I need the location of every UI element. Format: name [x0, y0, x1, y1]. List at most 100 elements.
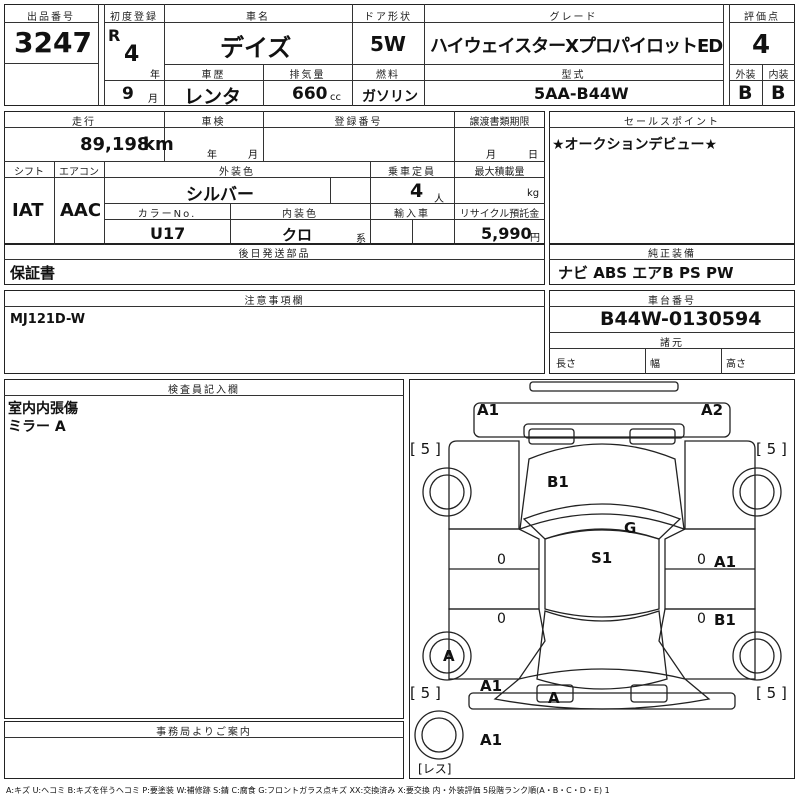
- color: シルバー: [186, 185, 254, 205]
- ext-grade: B: [738, 82, 753, 104]
- length-label: 長さ: [556, 359, 576, 370]
- regno-label: 登録番号: [334, 117, 383, 128]
- mark-rear-left: A1: [480, 677, 503, 695]
- car-diagram: [414, 381, 782, 760]
- tire-fr: [ 5 ]: [756, 440, 787, 458]
- mileage-label: 走行: [72, 117, 96, 128]
- height-label: 高さ: [726, 359, 746, 370]
- displacement: 660: [292, 84, 328, 104]
- history-label: 車歴: [201, 70, 226, 81]
- inspection-month-unit: 月: [248, 150, 258, 161]
- lot-no: 3247: [14, 26, 92, 59]
- tire-fl: [ 5 ]: [410, 440, 441, 458]
- transfer-day-unit: 日: [528, 150, 538, 161]
- sales-point-box: [549, 111, 795, 245]
- inspector-line1: 室内内張傷: [8, 401, 78, 417]
- equipment-label: 純正装備: [648, 249, 696, 260]
- ac: AAC: [60, 200, 102, 221]
- capacity-label: 乗車定員: [388, 167, 436, 178]
- interior: クロ: [282, 226, 313, 244]
- chassis-label: 車台番号: [648, 296, 696, 307]
- door: 5W: [370, 32, 406, 56]
- recycle-unit: 円: [530, 233, 540, 244]
- zero-left-rear: 0: [497, 611, 506, 627]
- fuel: ガソリン: [362, 89, 418, 105]
- color-no-label: カラーNo.: [137, 209, 197, 220]
- later-parts-label: 後日発送部品: [238, 249, 311, 260]
- mileage: 89,198: [80, 134, 150, 155]
- mark-rear-bumper: A1: [480, 731, 503, 749]
- grade: ハイウェイスターXプロパイロットED: [430, 36, 723, 57]
- notes-box: [4, 290, 545, 374]
- spare-tire: [レス]: [418, 762, 452, 776]
- displacement-unit: cc: [330, 92, 341, 103]
- mark-hood: B1: [547, 473, 569, 491]
- equipment-value: ナビ ABS エアB PS PW: [558, 264, 734, 282]
- sales-point-label: セールスポイント: [624, 117, 720, 128]
- int-grade: B: [771, 82, 786, 104]
- zero-right-front: 0: [697, 552, 706, 568]
- reg-month: 9: [122, 84, 134, 104]
- first-reg-label: 初度登録: [110, 12, 158, 23]
- zero-right-rear: 0: [697, 611, 706, 627]
- car-name: デイズ: [220, 34, 292, 62]
- zero-left-front: 0: [497, 552, 506, 568]
- notes-label: 注意事項欄: [244, 296, 305, 307]
- grade-label: グレード: [549, 12, 598, 23]
- ac-label: エアコン: [59, 167, 99, 178]
- import-label: 輸入車: [394, 209, 430, 220]
- score-label: 評価点: [744, 12, 780, 23]
- specs-label: 諸元: [660, 338, 684, 349]
- inspection-year-unit: 年: [207, 150, 217, 161]
- displacement-label: 排気量: [289, 70, 326, 81]
- model-label: 型式: [561, 70, 586, 81]
- year-unit: 年: [150, 70, 160, 81]
- mark-rear-lamp: A: [548, 689, 560, 707]
- shift: IAT: [12, 200, 44, 221]
- model: 5AA-B44W: [534, 84, 629, 103]
- ext-label: 外装: [735, 70, 756, 81]
- load-unit: kg: [527, 188, 540, 199]
- tire-rl: [ 5 ]: [410, 684, 441, 702]
- color-label: 外装色: [219, 167, 255, 178]
- mark-right-rear: B1: [714, 611, 736, 629]
- month-unit: 月: [148, 94, 158, 105]
- score: 4: [752, 30, 771, 60]
- fuel-label: 燃料: [376, 70, 400, 81]
- transfer-label: 譲渡書類期限: [469, 117, 530, 128]
- sales-point-value: ★オークションデビュー★: [552, 137, 718, 153]
- shift-label: シフト: [14, 167, 44, 178]
- lot-no-label: 出品番号: [27, 12, 75, 23]
- door-label: ドア形状: [364, 12, 412, 23]
- inspector-label: 検査員記入欄: [168, 385, 240, 396]
- history: レンタ: [184, 86, 242, 108]
- top-section: [4, 4, 795, 106]
- inspector-line2: ミラー A: [8, 419, 66, 435]
- legend: A:キズ U:ヘコミ B:キズを伴うヘコミ P:要塗装 W:補修跡 S:錆 C:…: [6, 786, 610, 795]
- capacity-unit: 人: [434, 194, 444, 205]
- later-parts-value: 保証書: [10, 264, 56, 282]
- office-label: 事務局よりご案内: [156, 727, 252, 738]
- mark-front-left: A1: [477, 401, 500, 419]
- office-box: [4, 721, 404, 779]
- later-parts-box: [4, 243, 545, 285]
- tire-rr: [ 5 ]: [756, 684, 787, 702]
- damage-diagram-box: [409, 379, 795, 779]
- inspector-box: [4, 379, 404, 719]
- recycle-label: リサイクル預託金: [459, 209, 540, 220]
- load-label: 最大積載量: [474, 167, 525, 178]
- mark-right-door: A1: [714, 553, 737, 571]
- int-label: 内装: [768, 70, 789, 81]
- reg-year: 4: [124, 42, 140, 67]
- notes-value: MJ121D-W: [10, 312, 86, 327]
- mark-front-right: A2: [701, 401, 724, 419]
- mark-roof: S1: [591, 549, 613, 567]
- capacity: 4: [410, 180, 424, 202]
- details-section: [4, 111, 545, 245]
- color-no: U17: [150, 224, 186, 243]
- car-name-label: 車名: [246, 12, 270, 23]
- mark-left-wheel: A: [443, 647, 455, 665]
- interior-label: 内装色: [282, 209, 318, 220]
- transfer-month-unit: 月: [486, 150, 496, 161]
- chassis-value: B44W-0130594: [600, 308, 762, 330]
